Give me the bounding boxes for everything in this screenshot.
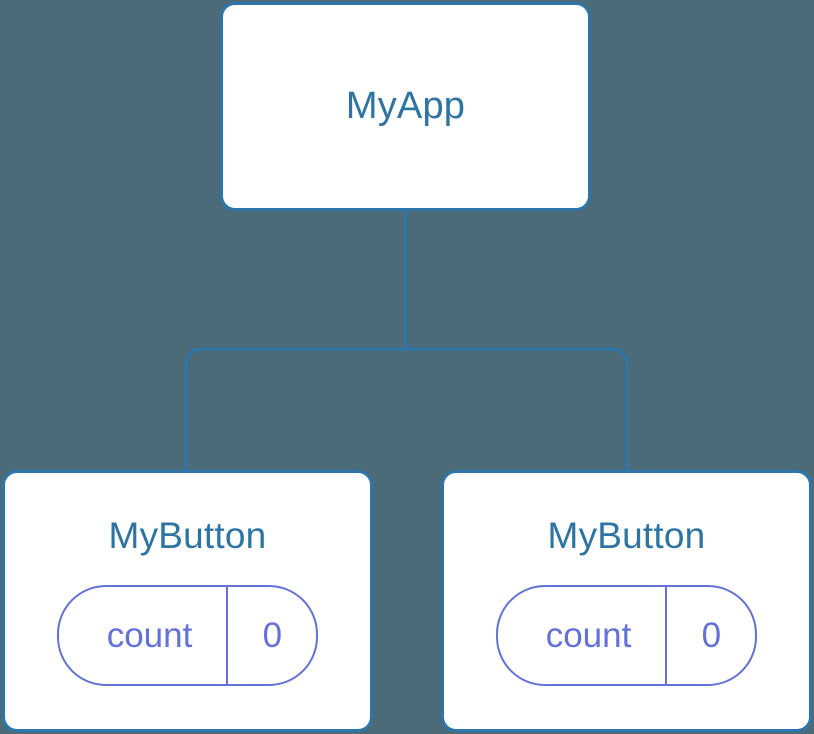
edge-branch-right: [405, 347, 629, 470]
property-key: count: [106, 615, 193, 655]
edge-branch-left: [184, 347, 406, 470]
property-pill[interactable]: count 0: [495, 585, 758, 686]
property-key: count: [545, 615, 632, 655]
node-root-myapp[interactable]: MyApp: [220, 2, 591, 211]
node-title: MyButton: [547, 515, 706, 556]
property-value: 0: [665, 587, 755, 684]
property-value: 0: [226, 587, 316, 684]
node-title: MyApp: [345, 85, 466, 127]
node-child-mybutton-2[interactable]: MyButton count 0: [441, 470, 812, 732]
node-child-mybutton-1[interactable]: MyButton count 0: [2, 470, 373, 732]
property-pill[interactable]: count 0: [56, 585, 319, 686]
node-title: MyButton: [108, 515, 267, 556]
